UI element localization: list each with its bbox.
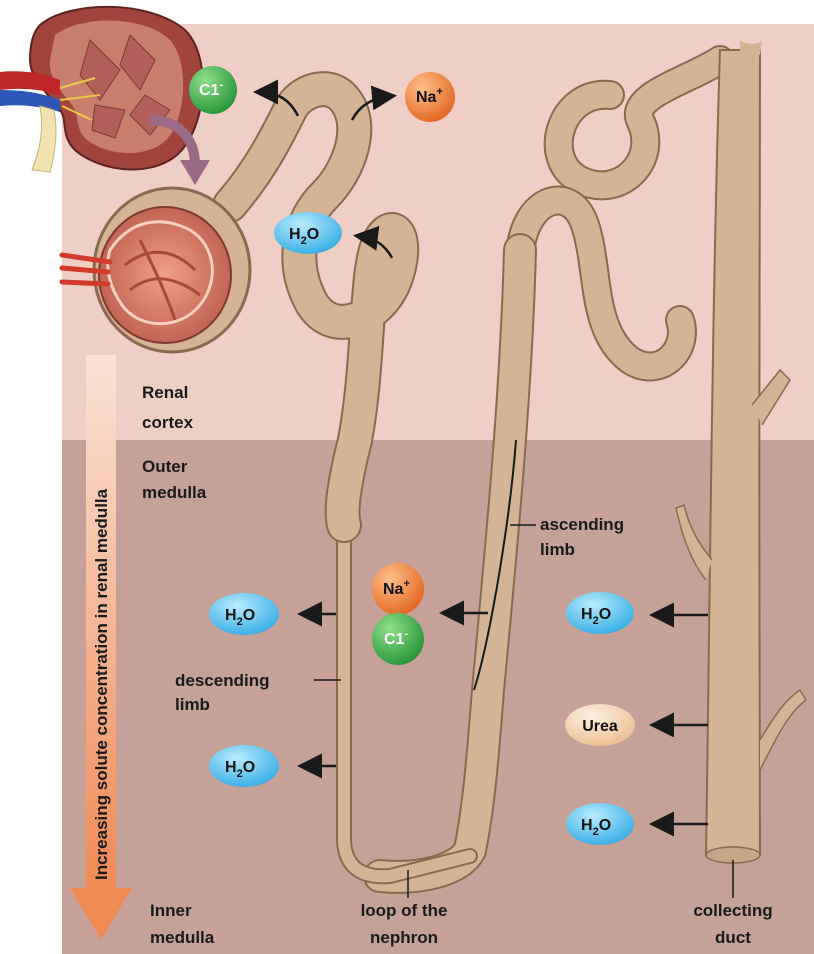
- loop-label-1: loop of the: [361, 901, 448, 920]
- top-margin: [62, 0, 814, 24]
- loop-label-2: nephron: [370, 928, 438, 947]
- water-molecule-cortex: H2O: [274, 212, 342, 254]
- svg-text:Urea: Urea: [582, 718, 618, 735]
- chloride-ion-top: C1-: [189, 66, 237, 114]
- ascending-limb-label-2: limb: [540, 540, 575, 559]
- renal-cortex-label-2: cortex: [142, 413, 194, 432]
- inner-medulla-label-1: Inner: [150, 901, 192, 920]
- water-molecule-duct-1: H2O: [566, 592, 634, 634]
- outer-medulla-label-2: medulla: [142, 483, 207, 502]
- collecting-duct-label-1: collecting: [693, 901, 772, 920]
- inner-medulla-label-2: medulla: [150, 928, 215, 947]
- chloride-ion-mid: C1-: [372, 613, 424, 665]
- gradient-label: Increasing solute concentration in renal…: [92, 488, 111, 880]
- descending-limb-label-2: limb: [175, 695, 210, 714]
- renal-cortex-label-1: Renal: [142, 383, 188, 402]
- water-molecule-duct-2: H2O: [566, 803, 634, 845]
- urea-molecule: Urea: [565, 704, 635, 746]
- ascending-limb-label-1: ascending: [540, 515, 624, 534]
- water-molecule-descending-1: H2O: [209, 593, 279, 635]
- descending-limb-label-1: descending: [175, 671, 269, 690]
- collecting-duct-label-2: duct: [715, 928, 751, 947]
- sodium-ion-top: Na+: [405, 72, 455, 122]
- kidney-icon: [0, 7, 203, 172]
- outer-medulla-label-1: Outer: [142, 457, 188, 476]
- water-molecule-descending-2: H2O: [209, 745, 279, 787]
- sodium-ion-mid: Na+: [372, 563, 424, 615]
